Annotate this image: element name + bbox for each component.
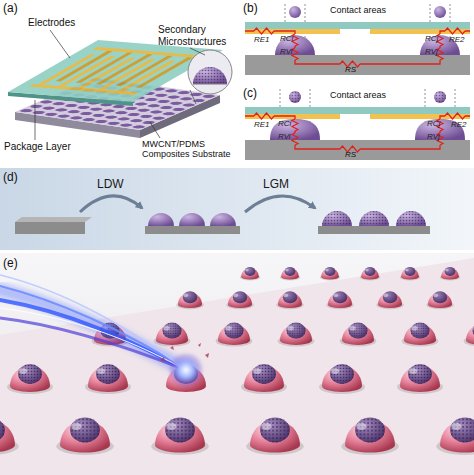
resistance-model-uncompressed — [245, 4, 470, 76]
part-name: Electrodes — [28, 17, 75, 29]
part-name: Package Layer — [4, 141, 71, 153]
resistance-label: RCi — [280, 34, 293, 43]
region-label: Contact areas — [330, 5, 386, 15]
resistance-label: RVi — [280, 47, 293, 56]
panel-label: (a) — [3, 2, 18, 16]
resistance-label: RVj — [425, 47, 438, 56]
process-step-label: LDW — [97, 178, 124, 192]
region-label: Contact areas — [330, 90, 386, 100]
fabrication-steps — [0, 168, 474, 250]
resistance-label: RCj — [425, 34, 438, 43]
resistance-model-compressed — [245, 89, 470, 161]
resistance-label: RVj — [427, 132, 440, 141]
resistance-label: RS — [345, 150, 356, 159]
laser-processing-illustration — [0, 253, 474, 475]
resistance-label: RCi — [278, 119, 291, 128]
part-name: Secondary Microstructures — [158, 24, 238, 47]
panel-label: (e) — [3, 257, 18, 271]
panel-label: (c) — [243, 87, 257, 101]
part-name: MWCNT/PDMS Composites Substrate — [142, 139, 242, 160]
resistance-label: RE2 — [451, 120, 467, 129]
resistance-label: RS — [345, 65, 356, 74]
resistance-label: RVi — [278, 132, 291, 141]
resistance-label: RE1 — [254, 35, 270, 44]
process-step-label: LGM — [263, 178, 289, 192]
panel-label: (d) — [3, 171, 18, 185]
resistance-label: RCj — [427, 119, 440, 128]
resistance-label: RE2 — [449, 35, 465, 44]
panel-label: (b) — [243, 2, 258, 16]
resistance-label: RE1 — [254, 120, 270, 129]
